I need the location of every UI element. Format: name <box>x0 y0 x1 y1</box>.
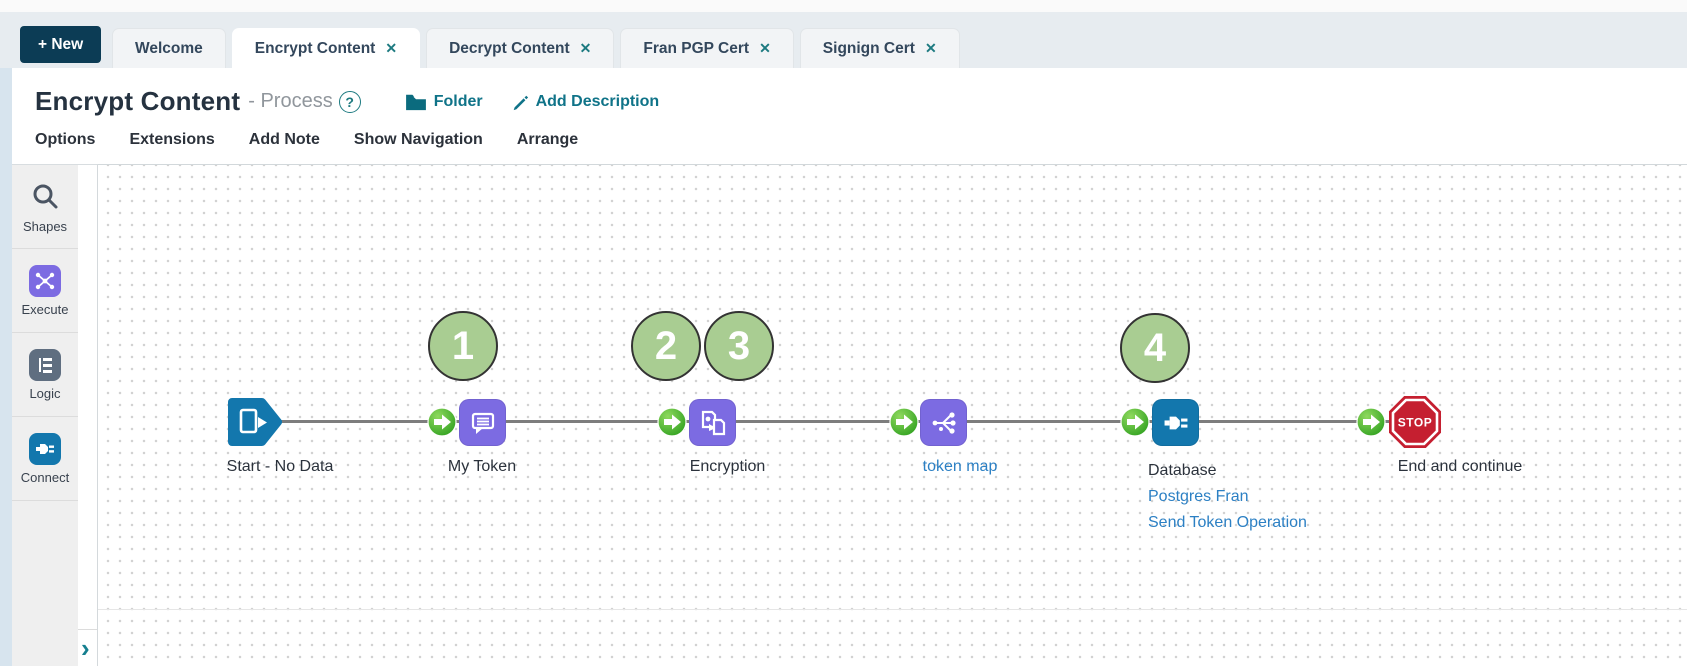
tab-label: Decrypt Content <box>449 39 570 57</box>
connection-arrow-icon[interactable] <box>427 407 457 437</box>
palette-item-logic[interactable]: Logic <box>12 333 78 417</box>
connect-icon <box>29 432 61 465</box>
annotation-circle-1: 1 <box>428 311 498 381</box>
menu-options[interactable]: Options <box>35 131 96 148</box>
palette-item-connect[interactable]: Connect <box>12 417 78 501</box>
palette-item-shapes[interactable]: Shapes <box>12 165 78 249</box>
close-icon[interactable]: ✕ <box>385 40 398 56</box>
database-connection-link[interactable]: Postgres Fran <box>1148 488 1249 505</box>
expand-panel-chevron[interactable]: › <box>81 633 90 663</box>
tab-bar: + New Welcome Encrypt Content ✕ Decrypt … <box>0 12 1687 68</box>
stop-shape-icon[interactable]: STOP <box>1388 395 1442 449</box>
close-icon[interactable]: ✕ <box>924 40 937 56</box>
node-label-end: End and continue <box>1397 458 1523 475</box>
process-header: Encrypt Content - Process ? Folder Add D… <box>12 68 1687 164</box>
node-label-encryption: Encryption <box>689 458 766 475</box>
annotation-circle-2: 2 <box>631 311 701 381</box>
tab-label: Fran PGP Cert <box>643 39 750 57</box>
left-edge-strip <box>0 68 12 666</box>
menu-add-note[interactable]: Add Note <box>248 131 320 148</box>
node-label-database: Database Postgres Fran Send Token Operat… <box>1148 458 1408 536</box>
page-title: Encrypt Content <box>35 86 241 116</box>
tab-label: Welcome <box>135 39 203 57</box>
node-label-my-token: My Token <box>447 458 517 475</box>
annotation-circle-4: 4 <box>1120 313 1190 383</box>
tab-label: Encrypt Content <box>254 39 376 57</box>
pencil-icon <box>513 95 528 110</box>
search-icon <box>33 184 58 208</box>
process-menu: Options Extensions Add Note Show Navigat… <box>35 131 578 149</box>
connection-arrow-icon[interactable] <box>1120 407 1150 437</box>
folder-icon <box>405 94 426 110</box>
top-strip <box>0 0 1687 12</box>
help-icon[interactable]: ? <box>338 90 361 113</box>
palette-item-execute[interactable]: Execute <box>12 249 78 333</box>
execute-icon <box>29 264 61 297</box>
message-shape-icon[interactable] <box>459 399 506 446</box>
connection-arrow-icon[interactable] <box>1356 407 1386 437</box>
menu-show-navigation[interactable]: Show Navigation <box>353 131 483 148</box>
tab-signign-cert[interactable]: Signign Cert ✕ <box>799 28 960 68</box>
connection-arrow-icon[interactable] <box>657 407 687 437</box>
menu-arrange[interactable]: Arrange <box>516 131 579 148</box>
folder-button[interactable]: Folder <box>405 93 483 111</box>
annotation-circle-3: 3 <box>704 311 774 381</box>
start-shape-icon[interactable] <box>226 397 282 447</box>
palette-collapse-strip: › <box>78 164 98 666</box>
canvas-boundary-line <box>98 609 1687 610</box>
tab-label: Signign Cert <box>822 39 915 57</box>
close-icon[interactable]: ✕ <box>579 40 592 56</box>
database-label: Database <box>1148 462 1217 479</box>
new-button[interactable]: + New <box>20 26 102 63</box>
shapes-palette: Shapes Execute <box>12 164 78 666</box>
node-label-start: Start - No Data <box>226 458 334 475</box>
tab-encrypt-content[interactable]: Encrypt Content ✕ <box>231 28 421 68</box>
process-canvas[interactable]: 1 2 3 4 <box>98 164 1687 666</box>
map-shape-icon[interactable] <box>920 399 967 446</box>
tab-fran-pgp-cert[interactable]: Fran PGP Cert ✕ <box>620 28 794 68</box>
close-icon[interactable]: ✕ <box>759 40 771 56</box>
data-process-shape-icon[interactable] <box>689 399 736 446</box>
connector-shape-icon[interactable] <box>1152 399 1199 446</box>
node-label-token-map[interactable]: token map <box>922 458 998 475</box>
logic-icon <box>29 348 61 381</box>
connector-line <box>265 420 1390 423</box>
tab-welcome[interactable]: Welcome <box>112 28 226 68</box>
svg-text:STOP: STOP <box>1398 416 1432 430</box>
tab-list: Welcome Encrypt Content ✕ Decrypt Conten… <box>112 28 960 68</box>
connection-arrow-icon[interactable] <box>889 407 919 437</box>
menu-extensions[interactable]: Extensions <box>129 131 215 148</box>
page-subtitle: - Process <box>248 90 333 112</box>
database-operation-link[interactable]: Send Token Operation <box>1148 514 1307 531</box>
tab-decrypt-content[interactable]: Decrypt Content ✕ <box>426 28 615 68</box>
add-description-button[interactable]: Add Description <box>511 93 659 111</box>
